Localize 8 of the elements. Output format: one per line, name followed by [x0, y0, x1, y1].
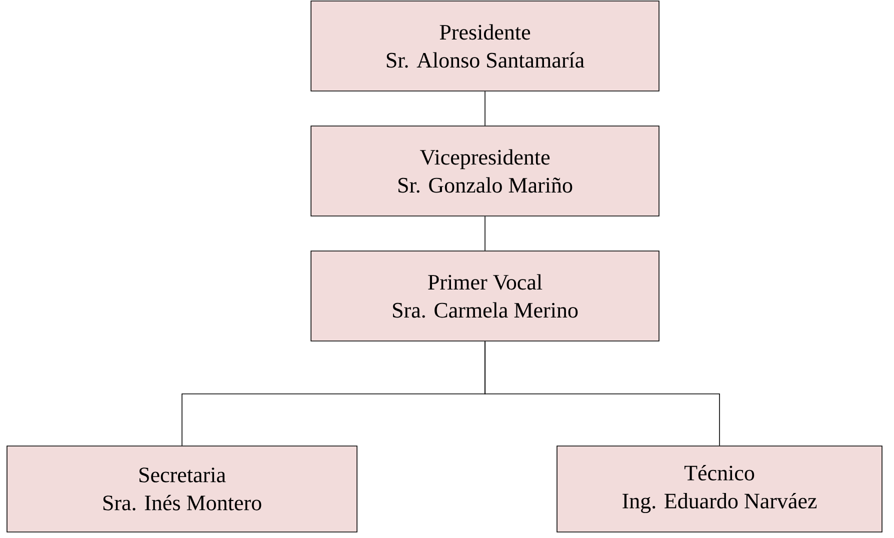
- org-box: Secretaria Sra. Inés Montero: [6, 446, 358, 532]
- connector-line: [484, 216, 486, 251]
- connector-line: [484, 91, 486, 126]
- org-box: Primer Vocal Sra. Carmela Merino: [310, 250, 660, 342]
- org-box: Técnico Ing. Eduardo Narváez: [556, 446, 882, 532]
- org-box: Vicepresidente Sr. Gonzalo Mariño: [310, 126, 660, 216]
- org-box: Presidente Sr. Alonso Santamaría: [310, 0, 660, 92]
- connector-line: [484, 341, 720, 446]
